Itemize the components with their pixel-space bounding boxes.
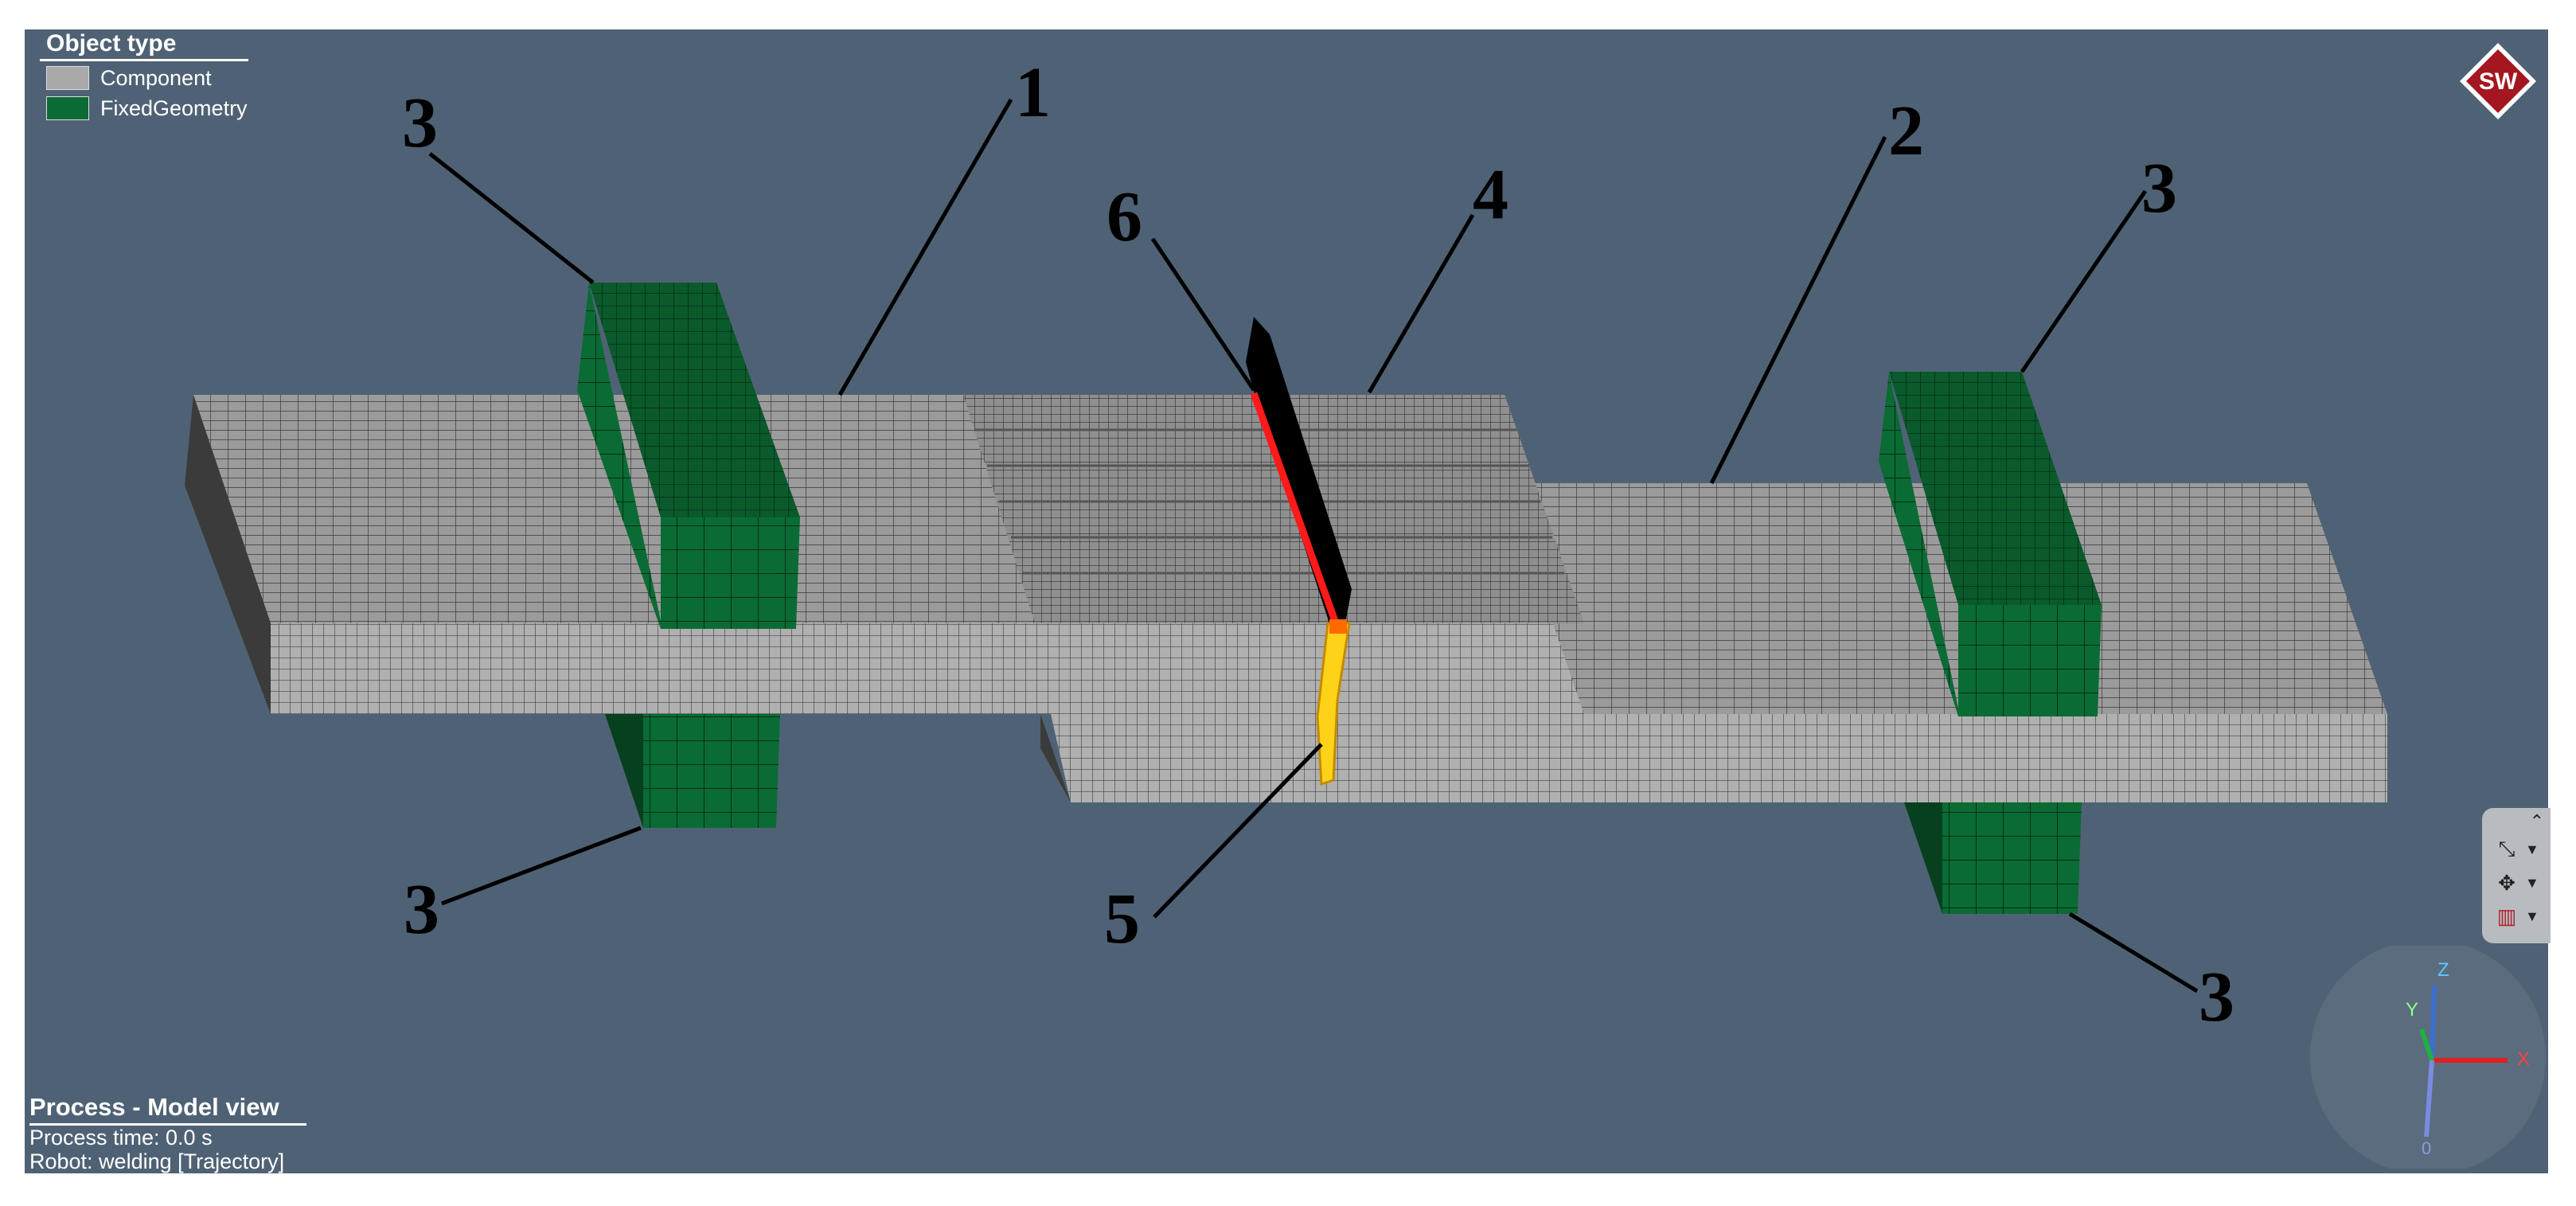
clamp-top-left-front bbox=[661, 517, 800, 629]
callout-line-6 bbox=[1150, 237, 1256, 392]
callout-label-4: 4 bbox=[1473, 155, 1509, 234]
legend-swatch-fixed-geometry bbox=[46, 96, 89, 120]
sw-logo: SW bbox=[2460, 43, 2536, 119]
callout-line-1 bbox=[837, 98, 1013, 396]
chevron-down-icon: ▼ bbox=[2525, 874, 2539, 891]
callout-line-5 bbox=[1153, 743, 1323, 919]
callout-label-1: 1 bbox=[1015, 53, 1051, 132]
clamp-top-right-side bbox=[1879, 372, 1958, 716]
weld-zone-layers bbox=[975, 428, 1564, 575]
plate-1-end bbox=[185, 395, 271, 714]
robot-status: Robot: welding [Trajectory] bbox=[29, 1149, 285, 1173]
display-mode-icon: ▥ bbox=[2496, 904, 2517, 928]
legend-swatch-component bbox=[46, 66, 89, 90]
chevron-down-icon: ▼ bbox=[2525, 907, 2539, 924]
axis-transform-icon: ⤡ bbox=[2498, 837, 2516, 861]
chevron-down-icon: ▼ bbox=[2525, 841, 2539, 857]
legend-title: Object type bbox=[40, 29, 248, 61]
axis-transform-button[interactable]: ⤡ ▼ bbox=[2493, 835, 2546, 864]
object-type-legend: Object type Component FixedGeometry bbox=[40, 29, 248, 122]
axis-gizmo[interactable]: Z Y X 0 bbox=[2309, 946, 2547, 1169]
weld-zone-mesh bbox=[963, 395, 1584, 623]
plate-1-front bbox=[271, 623, 1584, 714]
clamp-bottom-right-side bbox=[1904, 802, 1942, 914]
plate-2-step-end bbox=[1040, 714, 1071, 802]
plate-2-front bbox=[1584, 714, 2387, 802]
legend-label-component: Component bbox=[100, 65, 212, 90]
pan-move-icon: ✥ bbox=[2498, 870, 2516, 895]
axis-z-label: Z bbox=[2437, 959, 2449, 981]
collapse-up-icon[interactable]: ⌃ bbox=[2529, 811, 2544, 831]
callout-label-3-top-right: 3 bbox=[2141, 149, 2177, 228]
display-mode-button[interactable]: ▥ ▼ bbox=[2493, 902, 2546, 931]
plate-2-step-front bbox=[1051, 714, 1584, 802]
welding-torch bbox=[1246, 317, 1352, 623]
clamp-top-right-top bbox=[1889, 372, 2102, 605]
axis-y-label: Y bbox=[2406, 999, 2418, 1021]
clamp-bottom-left-side bbox=[605, 714, 643, 828]
plate-2-top bbox=[1505, 483, 2387, 714]
callout-label-6: 6 bbox=[1107, 178, 1142, 256]
process-time: Process time: 0.0 s bbox=[29, 1126, 213, 1149]
clamp-top-left-top bbox=[589, 283, 800, 517]
weld-seam-line bbox=[1250, 392, 1340, 625]
clamp-bottom-right bbox=[1942, 802, 2082, 914]
legend-item-component: Component bbox=[46, 64, 248, 92]
callout-label-2: 2 bbox=[1888, 92, 1924, 170]
pan-move-button[interactable]: ✥ ▼ bbox=[2493, 868, 2546, 897]
process-view-title: Process - Model view bbox=[29, 1093, 306, 1126]
callout-line-3-tl bbox=[428, 152, 595, 284]
clamp-bottom-left bbox=[643, 714, 780, 828]
axis-x-label: X bbox=[2517, 1048, 2530, 1070]
callout-line-4 bbox=[1367, 213, 1475, 394]
callout-label-3-top-left: 3 bbox=[402, 84, 438, 162]
process-info: Process - Model view Process time: 0.0 s… bbox=[29, 1093, 306, 1173]
callout-line-3-tr bbox=[2020, 189, 2148, 373]
legend-label-fixed-geometry: FixedGeometry bbox=[100, 96, 248, 120]
callout-line-2 bbox=[1709, 135, 1887, 485]
clamp-top-right-front bbox=[1958, 605, 2102, 716]
legend-item-fixed-geometry: FixedGeometry bbox=[46, 95, 248, 122]
view-toolbar: ⌃ ⤡ ▼ ✥ ▼ ▥ ▼ bbox=[2482, 808, 2551, 943]
callout-line-3-bl bbox=[441, 825, 642, 906]
heat-source bbox=[1316, 622, 1351, 786]
clamp-top-left-side bbox=[577, 283, 661, 629]
callout-label-5: 5 bbox=[1104, 880, 1140, 958]
callout-label-3-bottom-right: 3 bbox=[2199, 958, 2234, 1036]
heat-source-core bbox=[1329, 619, 1347, 634]
callout-label-3-bottom-left: 3 bbox=[404, 870, 439, 949]
axis-origin-label: 0 bbox=[2422, 1138, 2431, 1158]
sw-logo-text: SW bbox=[2479, 68, 2518, 95]
callout-line-3-br bbox=[2068, 911, 2199, 993]
